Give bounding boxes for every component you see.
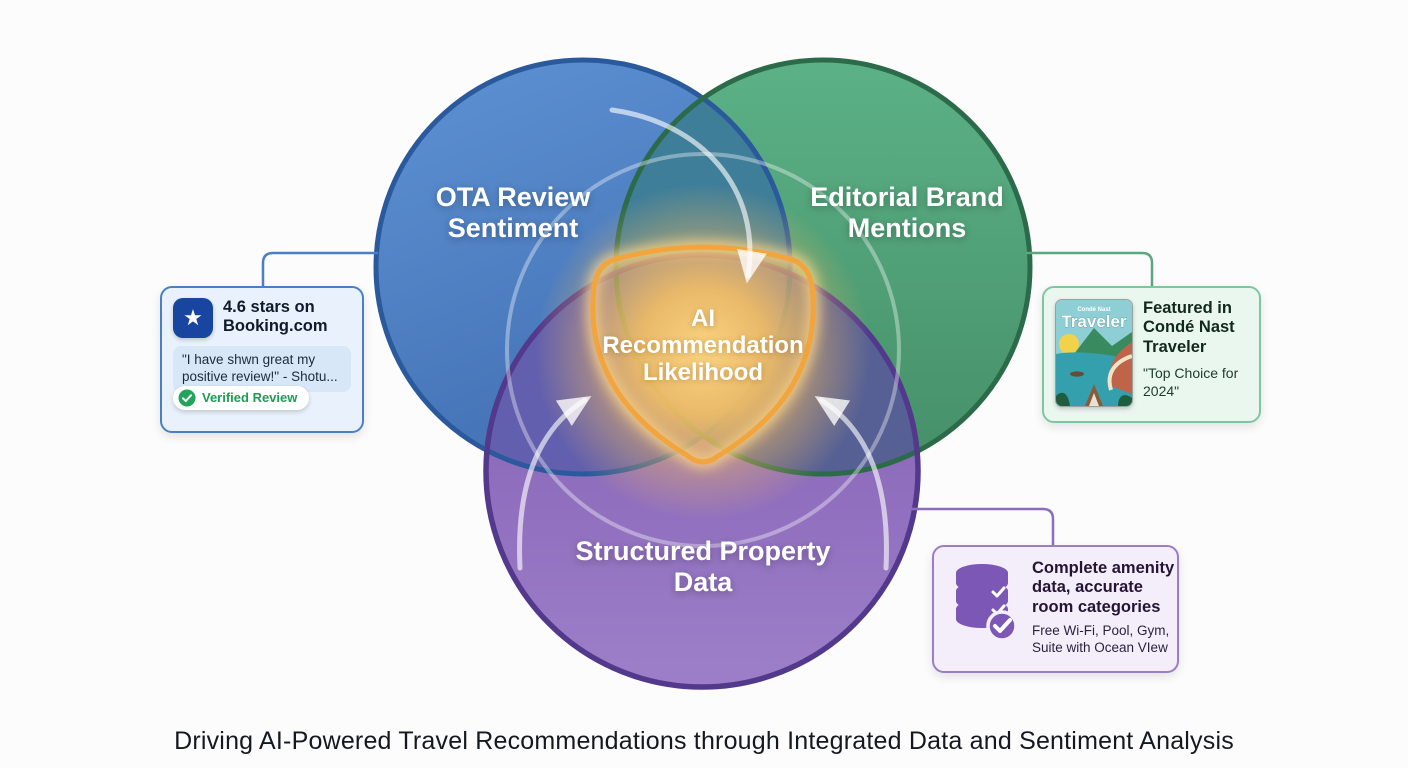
verified-check-icon (178, 389, 196, 407)
arrow-from-bottom-right (814, 396, 889, 571)
callout-editorial-mention: Condé Nast Traveler Featured in Condé Na… (1042, 286, 1261, 423)
callout-property-data: Complete amenity data, accurate room cat… (932, 545, 1179, 673)
callout-ota-review: ★ 4.6 stars on Booking.com "I have shwn … (160, 286, 364, 433)
diagram-caption: Driving AI-Powered Travel Recommendation… (174, 727, 1234, 755)
arrow-from-bottom-left (517, 396, 592, 571)
label-center: AI Recommendation Likelihood (602, 305, 804, 386)
connector-property (910, 507, 1055, 545)
magazine-cover: Condé Nast Traveler (1055, 299, 1133, 407)
magazine-masthead-small: Condé Nast (1077, 307, 1110, 313)
sun-illustration (1059, 334, 1079, 354)
editorial-callout-quote: "Top Choice for 2024" (1143, 365, 1239, 399)
connector-editorial (1026, 251, 1154, 287)
label-ota-circle: OTA Review Sentiment (435, 182, 591, 244)
center-shield (586, 241, 820, 468)
verified-review-badge: Verified Review (173, 385, 310, 410)
verified-review-label: Verified Review (202, 390, 298, 406)
database-icon (956, 564, 1018, 642)
connector-ota (261, 251, 378, 287)
property-callout-title: Complete amenity data, accurate room cat… (1032, 559, 1175, 616)
callout-connectors (261, 251, 1154, 545)
arrow-from-top (609, 107, 767, 284)
ota-callout-title: 4.6 stars on Booking.com (223, 298, 328, 336)
magazine-masthead: Traveler (1061, 312, 1127, 331)
label-property-circle: Structured Property Data (575, 536, 831, 598)
ota-review-quote: "I have shwn great my positive review!" … (173, 346, 351, 392)
label-editorial-circle: Editorial Brand Mentions (810, 182, 1004, 244)
flow-arrows (517, 107, 889, 571)
cycle-ring (505, 152, 901, 548)
boat-illustration (1070, 371, 1084, 377)
property-callout-subtitle: Free Wi-Fi, Pool, Gym, Suite with Ocean … (1032, 623, 1170, 656)
star-icon: ★ (173, 298, 213, 338)
editorial-callout-title: Featured in Condé Nast Traveler (1143, 299, 1235, 356)
center-glow (535, 184, 871, 520)
